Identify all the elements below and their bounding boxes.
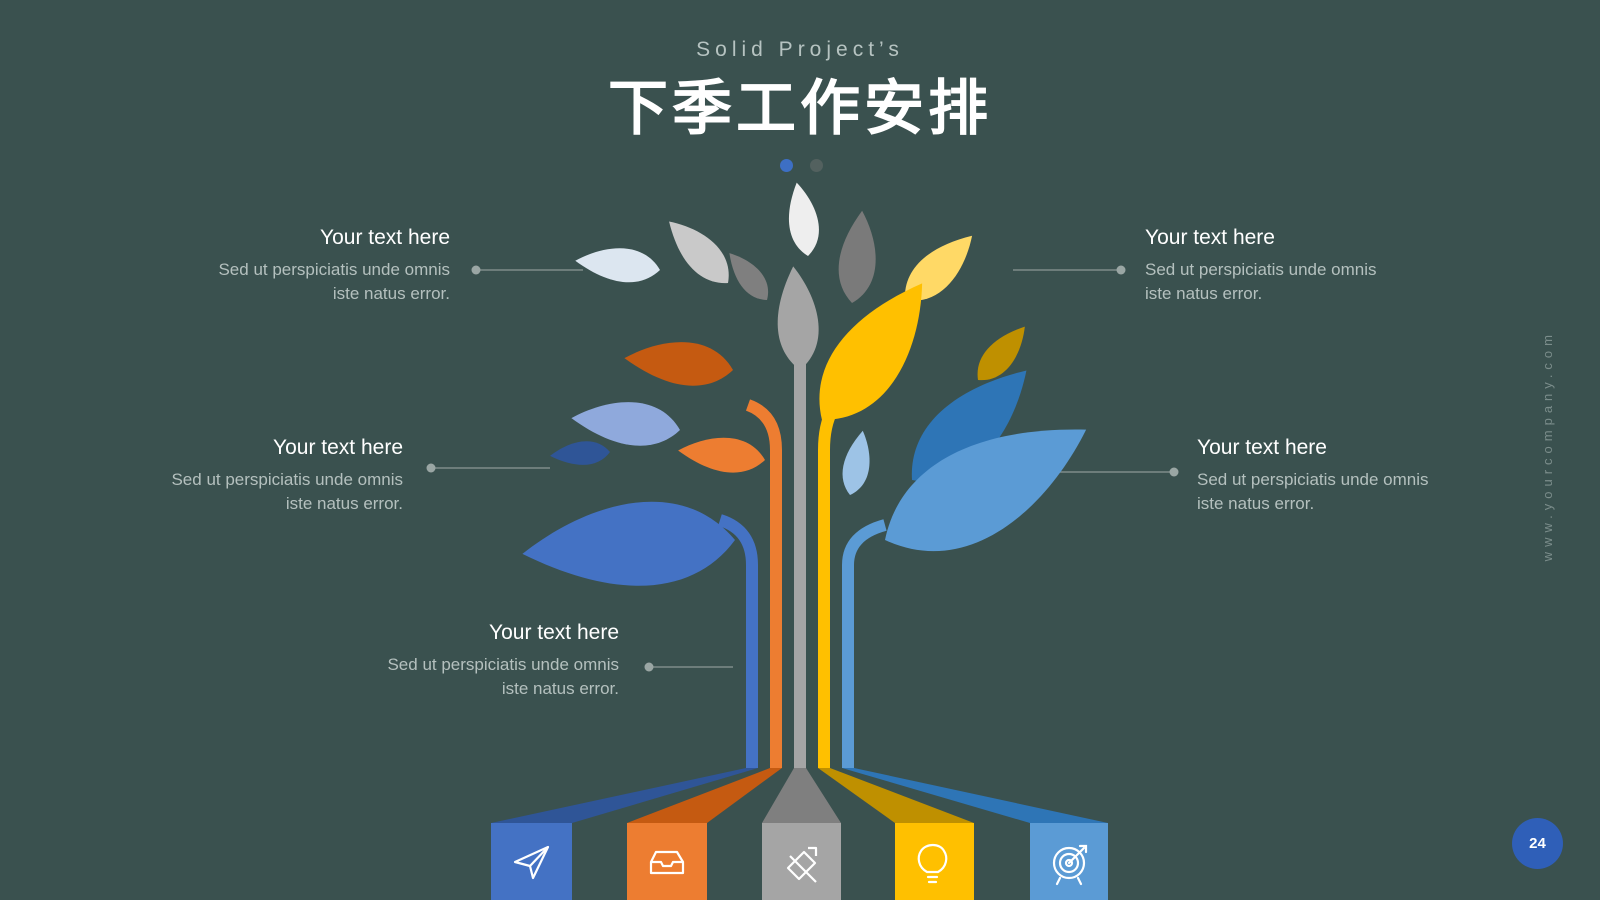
- tile-3-bg: [762, 823, 841, 900]
- callout-top-right: Your text here Sed ut perspiciatis unde …: [1145, 226, 1465, 306]
- connector-dot-1: [471, 265, 481, 275]
- leaf: [623, 313, 737, 410]
- callout-body: Sed ut perspiciatis unde omnis iste natu…: [1197, 468, 1517, 516]
- callout-heading: Your text here: [1197, 436, 1327, 459]
- connector-dot-3: [644, 662, 654, 672]
- leaf: [521, 459, 740, 623]
- tile-2-bg: [627, 823, 707, 900]
- connector-dots: [426, 265, 1179, 672]
- tile-1-bg: [491, 823, 572, 900]
- stem-blue: [717, 514, 758, 768]
- tile-5[interactable]: [1030, 823, 1108, 900]
- leaf: [759, 266, 840, 373]
- callout-body: Sed ut perspiciatis unde omnis iste natu…: [130, 258, 450, 306]
- pagination-dot-inactive[interactable]: [810, 159, 824, 172]
- callout-bottom-left: Your text here Sed ut perspiciatis unde …: [299, 621, 619, 701]
- pagination-dots: [780, 159, 836, 177]
- slide-title: 下季工作安排: [608, 75, 992, 142]
- target-icon: [1052, 844, 1088, 886]
- website-vertical-text: www.yourcompany.com: [1540, 330, 1555, 562]
- callout-body-line: Sed ut perspiciatis unde omnis: [218, 260, 450, 279]
- callout-body: Sed ut perspiciatis unde omnis iste natu…: [1145, 258, 1465, 306]
- tile-4-bg: [895, 823, 974, 900]
- connector-lines: [432, 269, 1173, 668]
- callout-heading: Your text here: [489, 621, 619, 644]
- callout-body: Sed ut perspiciatis unde omnis iste natu…: [83, 468, 403, 516]
- leaf: [876, 427, 1096, 556]
- leaf: [677, 414, 768, 492]
- callout-body-line: iste natus error.: [501, 679, 619, 698]
- icon-tiles: [491, 823, 1108, 900]
- tile-3[interactable]: [762, 823, 841, 900]
- leaf: [827, 430, 889, 498]
- leaf: [728, 245, 771, 307]
- callout-body: Sed ut perspiciatis unde omnis iste natu…: [299, 653, 619, 701]
- ribbons: [491, 768, 1108, 823]
- pencil-ruler-icon: [786, 846, 818, 883]
- callout-body-line: iste natus error.: [285, 494, 403, 513]
- callout-body-line: iste natus error.: [332, 284, 450, 303]
- lightbulb-icon: [917, 843, 948, 884]
- paper-plane-icon: [513, 845, 550, 880]
- stem-lightblue: [842, 519, 887, 768]
- tile-4[interactable]: [895, 823, 974, 900]
- callout-heading: Your text here: [320, 226, 450, 249]
- callout-body-line: Sed ut perspiciatis unde omnis: [1197, 470, 1429, 489]
- callout-body-line: Sed ut perspiciatis unde omnis: [387, 655, 619, 674]
- callout-heading: Your text here: [273, 436, 403, 459]
- callout-body-line: iste natus error.: [1197, 494, 1315, 513]
- callout-body-line: Sed ut perspiciatis unde omnis: [1145, 260, 1377, 279]
- leaf: [668, 207, 734, 296]
- leaf: [965, 325, 1039, 385]
- ribbon-yellow: [818, 768, 974, 823]
- page-number-badge: 24: [1512, 818, 1563, 869]
- connector-dot-5: [1169, 467, 1179, 477]
- tile-1[interactable]: [491, 823, 572, 900]
- leaf: [778, 182, 831, 258]
- ribbon-lightblue: [842, 768, 1108, 823]
- callout-heading: Your text here: [1145, 226, 1275, 249]
- connector-dot-4: [1116, 265, 1126, 275]
- leaf: [574, 225, 663, 301]
- callout-mid-left: Your text here Sed ut perspiciatis unde …: [83, 436, 403, 516]
- stem-orange: [745, 399, 782, 768]
- ribbon-blue: [491, 768, 758, 823]
- pagination-dot-active[interactable]: [780, 159, 793, 172]
- leaf: [818, 210, 901, 307]
- callout-top-left: Your text here Sed ut perspiciatis unde …: [130, 226, 450, 306]
- connector-dot-2: [426, 463, 436, 473]
- ribbon-gray: [762, 768, 841, 823]
- tree-leaves: [521, 182, 1096, 623]
- callout-body-line: iste natus error.: [1145, 284, 1263, 303]
- inbox-tray-icon: [649, 850, 685, 875]
- callout-mid-right: Your text here Sed ut perspiciatis unde …: [1197, 436, 1517, 516]
- tile-2[interactable]: [627, 823, 707, 900]
- slide-subtitle: Solid Project’s: [696, 38, 904, 61]
- callout-body-line: Sed ut perspiciatis unde omnis: [171, 470, 403, 489]
- ribbon-orange: [627, 768, 782, 823]
